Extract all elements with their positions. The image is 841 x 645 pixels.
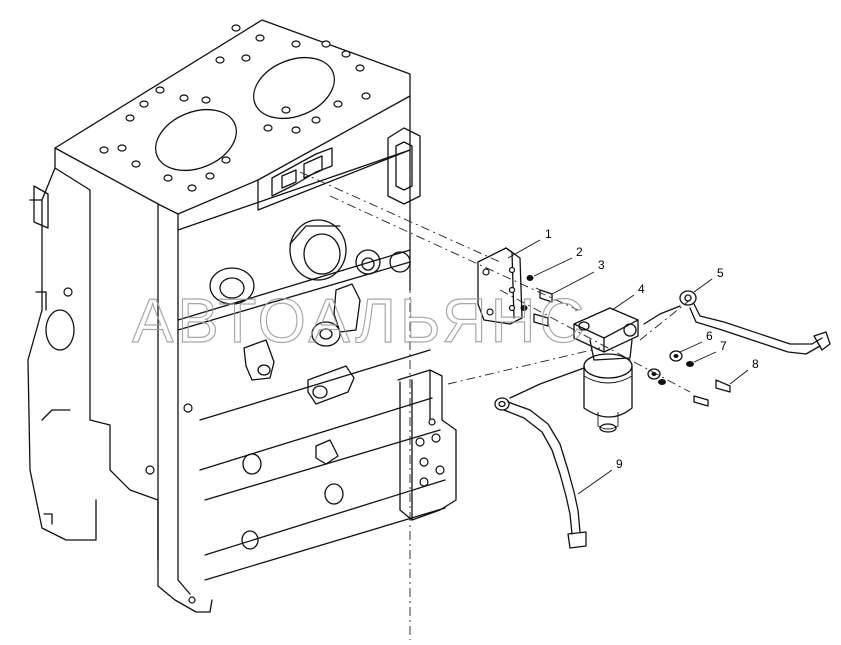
callout-leaders bbox=[507, 239, 749, 495]
callout-5: 5 bbox=[717, 266, 724, 280]
callout-6: 6 bbox=[706, 329, 713, 343]
cylinder-bores bbox=[155, 56, 335, 172]
deck-bolt-holes bbox=[99, 24, 371, 192]
callout-2: 2 bbox=[576, 245, 583, 259]
mounting-bracket bbox=[477, 247, 523, 325]
callout-4: 4 bbox=[638, 282, 645, 296]
callout-7: 7 bbox=[720, 339, 727, 353]
upper-fuel-pipe bbox=[643, 290, 831, 355]
callout-3: 3 bbox=[598, 258, 605, 272]
front-bosses bbox=[45, 219, 445, 604]
lock-washers bbox=[520, 275, 534, 311]
callout-9: 9 bbox=[616, 457, 623, 471]
lower-fuel-pipe bbox=[494, 367, 587, 549]
callout-8: 8 bbox=[752, 357, 759, 371]
washers-and-bolts bbox=[647, 350, 731, 407]
callout-labels: 1 2 3 4 5 67 8 9 bbox=[545, 227, 759, 471]
callout-1: 1 bbox=[545, 227, 552, 241]
fuel-filter-assembly bbox=[573, 307, 639, 433]
watermark-text: АВТОАЛЬЯНС bbox=[132, 287, 588, 356]
center-lines bbox=[299, 170, 691, 640]
engine-block bbox=[27, 19, 457, 613]
bracket-bolts bbox=[533, 287, 553, 327]
